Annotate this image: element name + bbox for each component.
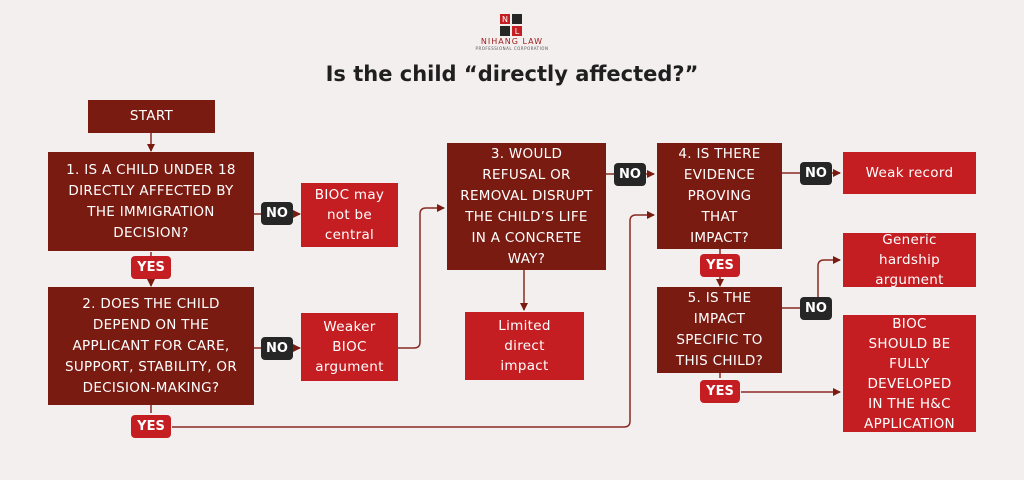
question-2: 2. Does the child depend on the applican… [48,287,254,405]
yes-tag-q4: YES [700,254,740,277]
yes-tag-q5: YES [700,380,740,403]
start-node: START [88,100,215,133]
logo-mark: N L [500,14,522,36]
question-3: 3. Would refusal or removal disrupt the … [447,143,606,270]
arrow-q2-yes-q4 [172,211,655,428]
result-weak-record: Weak record [843,152,976,194]
question-1: 1. Is a child under 18 directly affected… [48,152,254,251]
no-tag-q4: NO [800,162,832,185]
no-tag-q1: NO [261,202,293,225]
yes-tag-q2: YES [131,415,171,438]
question-4: 4. Is there evidence proving that impact… [657,143,782,249]
result-weaker-bioc: Weaker BIOC argument [301,313,398,381]
result-generic-hardship: Generic hardship argument [843,232,976,288]
no-tag-q2: NO [261,337,293,360]
page-title: Is the child “directly affected?” [325,62,699,86]
logo-letter-n: N [502,15,508,24]
question-5: 5. Is the impact specific to this child? [657,287,782,373]
no-tag-q3: NO [614,163,646,186]
arrow-q5-no [782,256,841,309]
yes-tag-q1: YES [131,256,171,279]
brand-name: NIHANG LAW [480,37,544,46]
arrow-weaker-q3 [398,204,445,349]
result-limited-impact: Limited direct impact [465,312,584,380]
no-tag-q5: NO [800,297,832,320]
result-bioc-not-central: BIOC may not be central [301,183,398,247]
logo-letter-l: L [515,27,520,36]
result-fully-developed: BIOC SHOULD BE FULLY DEVELOPED IN THE H&… [843,315,976,432]
brand-subtitle: PROFESSIONAL CORPORATION [475,46,549,51]
